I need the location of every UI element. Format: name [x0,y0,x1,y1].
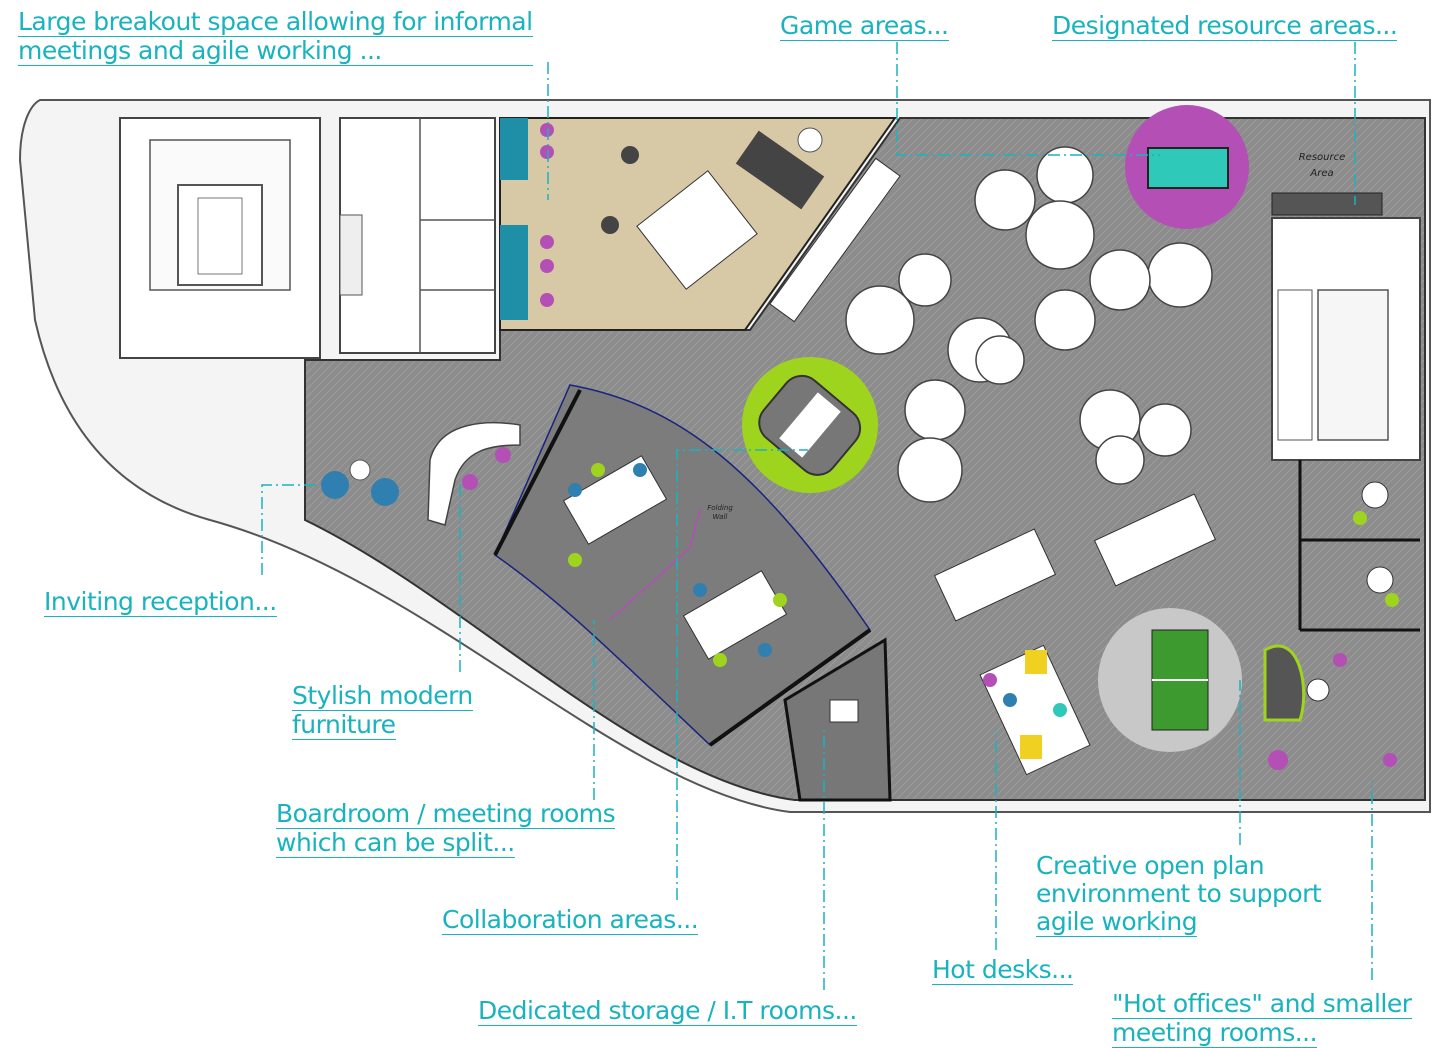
game-area [1125,105,1249,229]
reception [321,421,521,526]
hot-desks [933,493,1217,776]
resource-area-label-1: Resource [1299,152,1346,163]
callout-game-areas: Game areas... [780,12,949,41]
callout-hotoffices-line1: "Hot offices" and smaller [1112,989,1412,1019]
breakout-furniture [500,118,825,320]
toilet-core [339,117,496,354]
storage-rooms [783,637,892,802]
resource-area-label-2: Area [1309,168,1333,179]
stair-core-right [1271,217,1421,461]
callout-hot-desks: Hot desks... [932,955,1074,985]
callout-boardroom-line1: Boardroom / meeting rooms [276,799,616,829]
callout-collaboration: Collaboration areas... [442,905,699,935]
resource-cabinets [1271,192,1383,216]
callout-hot-offices: "Hot offices" and smaller meeting rooms.… [1112,990,1412,1048]
collaboration-pod [742,357,878,493]
folding-wall [609,509,701,621]
callout-openplan-line3: agile working [1036,907,1198,937]
callout-reception: Inviting reception... [44,588,277,617]
callout-storage-line1: Dedicated storage / I.T rooms... [478,996,857,1026]
hot-offices [1263,460,1420,770]
callout-hotoffices-line2: meeting rooms... [1112,1018,1318,1048]
callout-resource-line1: Designated resource areas... [1052,11,1398,41]
callout-collaboration-line1: Collaboration areas... [442,905,699,935]
callout-game-line1: Game areas... [780,11,949,41]
workstation-clusters [845,146,1213,503]
callout-hotdesks-line1: Hot desks... [932,955,1074,985]
callout-breakout-line2: meetings and agile working ... [18,37,533,66]
callout-open-plan: Creative open plan environment to suppor… [1036,851,1322,937]
callout-resource-areas: Designated resource areas... [1052,11,1398,41]
table-tennis-area [1098,608,1242,752]
callout-breakout: Large breakout space allowing for inform… [18,8,533,66]
folding-wall-label-2: Wall [713,513,728,521]
folding-wall-label-1: Folding [707,504,733,512]
callout-furniture: Stylish modern furniture [292,682,473,740]
boardroom [493,384,872,747]
callout-leaders [261,42,1373,990]
callout-furniture-line1: Stylish modern [292,681,473,711]
callout-storage: Dedicated storage / I.T rooms... [478,997,857,1026]
callout-openplan-line1: Creative open plan [1036,851,1265,880]
callout-furniture-line2: furniture [292,710,396,740]
kitchen-run [769,157,901,323]
callout-boardroom-line2: which can be split... [276,828,515,858]
stair-core-left [119,117,321,359]
callout-boardroom: Boardroom / meeting rooms which can be s… [276,799,616,858]
callout-openplan-line2: environment to support [1036,879,1322,908]
callout-reception-line1: Inviting reception... [44,587,277,617]
callout-breakout-line1: Large breakout space allowing for inform… [18,7,533,37]
